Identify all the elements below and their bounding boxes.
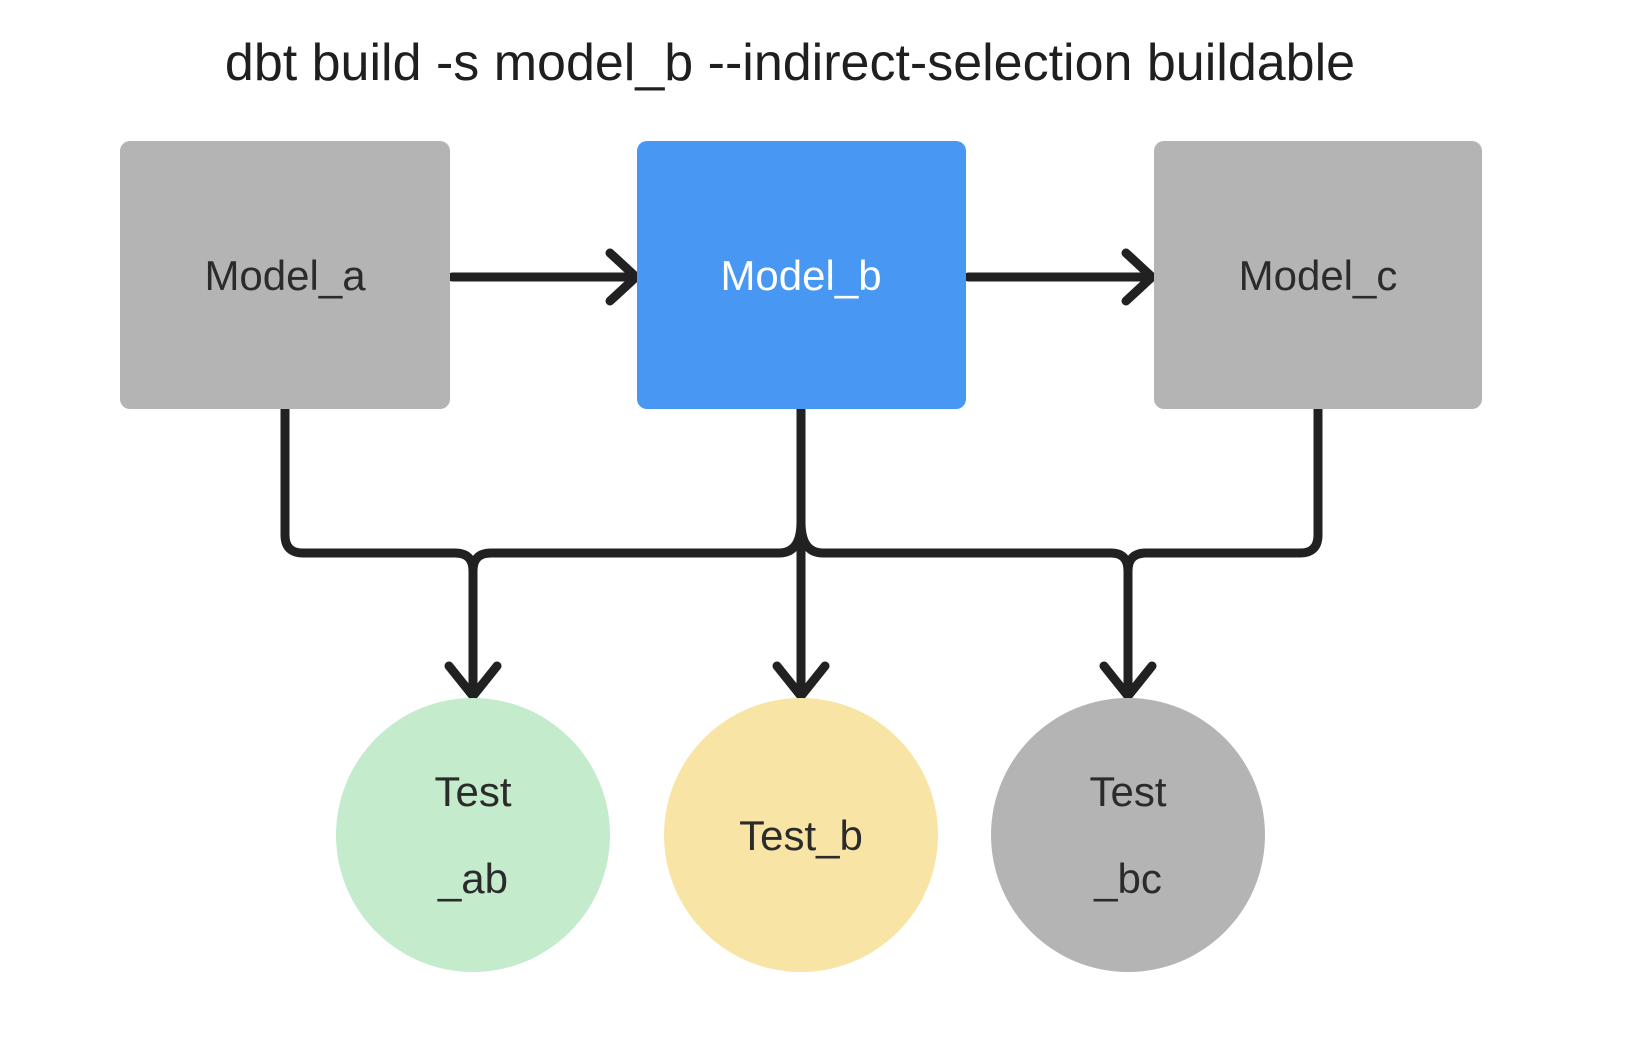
test-bc-label-line1: Test [1089,768,1166,815]
model-c-label: Model_c [1239,252,1398,299]
edge-model-b-to-test-bc [796,517,1133,576]
arrowhead-model-a-to-model-b [605,248,641,306]
edge-model-b-to-test-ab [468,517,806,576]
arrowhead-test-b [772,661,830,701]
node-test-b: Test_b [664,698,938,972]
edge-model-a-to-test-ab [280,404,478,693]
test-nodes: Test _ab Test_b Test _bc [336,698,1265,972]
edges [280,248,1323,701]
test-bc-label-line2: _bc [1093,855,1162,902]
model-nodes: Model_a Model_b Model_c [120,141,1482,409]
test-ab-label-line2: _ab [437,855,508,902]
model-c-box [1154,141,1482,409]
edge-model-c-to-test-bc [1123,404,1323,693]
model-b-label: Model_b [720,252,881,299]
node-model-a: Model_a [120,141,450,409]
test-ab-label-line1: Test [434,768,511,815]
node-test-ab: Test _ab [336,698,610,972]
model-a-label: Model_a [204,252,366,299]
node-model-c: Model_c [1154,141,1482,409]
test-bc-circle [991,698,1265,972]
arrowhead-test-bc [1099,661,1157,701]
test-b-label: Test_b [739,812,863,859]
model-a-box [120,141,450,409]
arrowhead-test-ab [444,661,502,701]
arrowhead-model-b-to-model-c [1121,248,1157,306]
diagram-title: dbt build -s model_b --indirect-selectio… [225,34,1355,92]
node-model-b-selected: Model_b [637,141,966,409]
model-b-box [637,141,966,409]
node-test-bc: Test _bc [991,698,1265,972]
test-b-circle [664,698,938,972]
test-ab-circle [336,698,610,972]
